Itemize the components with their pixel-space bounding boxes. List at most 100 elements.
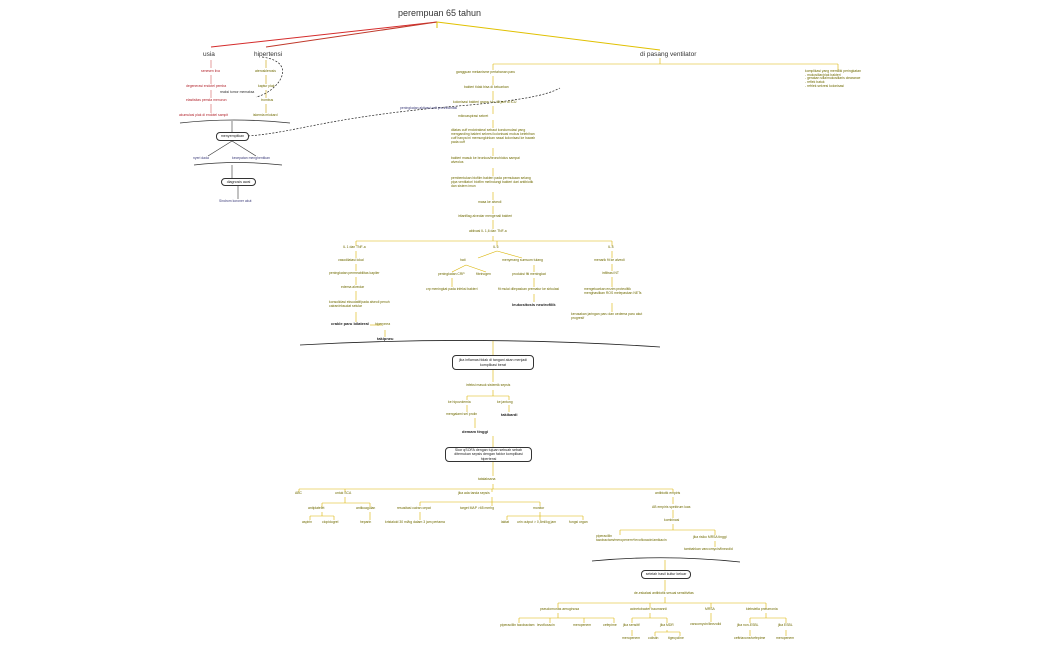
vent-side-notes: komplikasi yang memiliki peringkatan- mu… [805, 69, 861, 88]
vent-step-10: aktivasi IL 1,6 dan TNF-a [469, 229, 507, 233]
vent-step-2: bakteri tidak bisa di keluarkan [464, 85, 509, 89]
tx-de-eskalasi: de-eskalasi antibiotik sesuai sensitivit… [634, 591, 694, 595]
tx-sca-antiplatelet: antiplatelet [308, 506, 325, 510]
result-sindrom-koroner: Sindrom koroner akut [219, 199, 252, 203]
bug-acinetobacter: acinetobacter baumannii [630, 607, 667, 611]
tx-resusitasi: resusitasi cairan cepat [397, 506, 431, 510]
acineto-mdr: jika MDR [660, 623, 674, 627]
tx-heparin: heparin [360, 520, 372, 524]
connector-root-hipertensi [265, 21, 438, 48]
node-ventilator: di pasang ventilator [640, 51, 697, 58]
hip-step-1: aterosklerosis [255, 69, 276, 73]
tx-sepsis-head: jika ada tanda sepsis [458, 491, 490, 495]
usia-step-1: senesen liva [201, 69, 220, 73]
sepsis-item-1: mengalami sel prolin [446, 412, 478, 416]
pseudo-cefepime: cefepime [603, 623, 617, 627]
vent-step-6: bakteri masuk ke bronkus/bronchiolus sam… [451, 156, 520, 164]
tx-aspirin: aspirin [302, 520, 312, 524]
branch-kecepatan: kecepatan menghentikan [232, 156, 270, 160]
vent-step-5: dilatas cuff endotrakeal sebaut kondumul… [451, 128, 536, 144]
acineto-tige: tigecycline [668, 636, 684, 640]
tx-ab-spektrum: AB empiris spektrum luas [652, 505, 691, 509]
branch-nyeri-dada: nyeri dada [193, 156, 209, 160]
il6-item-fit-prematur: fit mulai dilepaskan prematur ke sirkula… [498, 287, 560, 291]
vent-step-4: mikroaspirasi sekret [458, 114, 489, 118]
il1-item-3: edema alveolar [341, 285, 365, 289]
box-diagnosis-awal: diagnosis awal [221, 178, 256, 186]
kleb-esbl: jika ESBL [778, 623, 793, 627]
tx-ab-pip-taz: piperacillin tazobactam/meropenem+levofl… [596, 534, 667, 542]
tx-ab-mrsa-risk: jika risiko MRSA tinggi [693, 535, 727, 539]
left-note: reaksi tumor memaksa [220, 90, 255, 94]
vent-step-3: kolonisasi bakteri grana +/ix 48 jam di … [453, 100, 517, 104]
connector-root-ventilator [436, 21, 661, 51]
il1-item-2: peningkatan permeabilitas kapiler [329, 271, 380, 275]
usia-step-4: akumulasi plak di endotel sampit [179, 113, 229, 117]
acineto-colistin: colistin [648, 636, 659, 640]
il6-item-crp: peningkatan CRP [438, 272, 465, 276]
acineto-sensitif: jika sensitif [623, 623, 640, 627]
tx-ab-kombinasi: kombinasi [664, 518, 680, 522]
hip-step-2: kaptur plak [258, 84, 275, 88]
node-hipertensi: hipertensi [254, 51, 283, 58]
pseudo-mero: meropenem [573, 623, 592, 627]
tx-ab-vanco: tambahkan vancomycin/linezolid [684, 547, 733, 551]
acineto-mero: meropenem [622, 636, 641, 640]
tx-laktat: laktat [501, 520, 510, 524]
il6-item-crp-bakteri: crp meningkat pada infeksi bakteri [426, 287, 478, 291]
box-kultur: setelah hasil kultur keluar [641, 570, 691, 579]
root-title: perempuan 65 tahun [398, 8, 482, 18]
il6-item-fibrinogen: fibrinogen [476, 272, 491, 276]
tx-sca-head: untuk SCA [335, 491, 352, 495]
sepsis-branch-2: ke jantung [497, 400, 513, 404]
il8-item-1: menarik fit ke alveoli [594, 258, 625, 262]
il1-item-5: crakle paru bilateral [331, 321, 369, 326]
hip-step-4: iskemia miokard [253, 113, 278, 117]
usia-step-2: degenerasi endotel pemba [186, 84, 227, 88]
box-menyempitkan: menyempitkan [216, 132, 249, 141]
il8-head: IL 8 [608, 245, 614, 249]
il6-item-leukositosis: leukositosis neutrofilik [512, 302, 556, 307]
box-komplikasi: jika inflamasi tidak di tangani akan men… [452, 355, 534, 370]
tatalaksana-node: tatalaksana [478, 477, 496, 481]
demam-tinggi: demam tinggi [462, 429, 489, 434]
mrsa-vanco: vancomycin/linezolid [690, 622, 722, 626]
connector-root-usia [210, 21, 438, 48]
vent-step-7: pembentukan biofilm bakteri pada permuka… [451, 176, 534, 188]
sepsis-branch-1: ke hipovolemia [448, 400, 471, 404]
vent-step-8: masa ke alveoli [478, 200, 502, 204]
il1-item-4: konsolidasi eksudatif/pada alveoli penuh… [329, 300, 390, 308]
tx-abc: ABC [295, 491, 302, 495]
il1-item-1: vasodilatasi lokal [338, 258, 364, 262]
box-qsofa: Skor qSOFA dengan tujuan sebuah sebab di… [445, 447, 532, 462]
il6-item-sumsum: menyerang sumsum tulang [502, 258, 543, 262]
vent-arrow-note: peningkatan aktivasi cell pro-inflamasi [400, 106, 458, 110]
il8-item-3: mengeluarkan enzim proteolitik menghasil… [584, 287, 642, 295]
tx-clopidogrel: clopidogrel [322, 520, 339, 524]
bug-klebsiella: klebsiella pneumonia [746, 607, 778, 611]
il1-head: IL 1 dan TNF-a [343, 245, 366, 249]
il6-head: IL 6 [493, 245, 499, 249]
hip-step-3: trombus [261, 98, 274, 102]
tx-sca-antikoagulan: antikoagulan [356, 506, 376, 510]
il8-item-4: kerusakan jaringan paru dan oedema paru … [571, 312, 643, 320]
usia-step-3: elastisitas pemda menurun [186, 98, 227, 102]
kleb-ceftriaxone: ceftriaxone/cefepime [734, 636, 766, 640]
tx-fungsi-organ: fungsi organ [569, 520, 588, 524]
kleb-mero: meropenem [776, 636, 795, 640]
sepsis-node: infeksi masuk sistemik sepsis [466, 383, 511, 387]
tx-ab-head: antibiotik empiris [655, 491, 681, 495]
kleb-non-esbl: jika non-ESBL [737, 623, 759, 627]
tx-urin: urin output > 0,5ml/kg jam [517, 520, 557, 524]
tx-kristaloid: kristaloid 30 ml/kg dalam 3 jam pertama [385, 520, 445, 524]
tx-map: target MAP >65 mmhg [460, 506, 494, 510]
il8-item-2: infiltrasi NT [602, 271, 619, 275]
vent-step-1: gangguan mekanisme pertahanan paru [456, 70, 516, 74]
il1-item-7: takipneu [377, 336, 394, 341]
vent-step-9: iritanfilag alveolar mengenali bakteri [458, 214, 513, 218]
il6-item-hati: hati [460, 258, 466, 262]
pseudo-levo: levofloxacin [537, 623, 555, 627]
bug-pseudomonas: pseudomonas aeruginosa [540, 607, 580, 611]
node-usia: usia [203, 51, 215, 58]
